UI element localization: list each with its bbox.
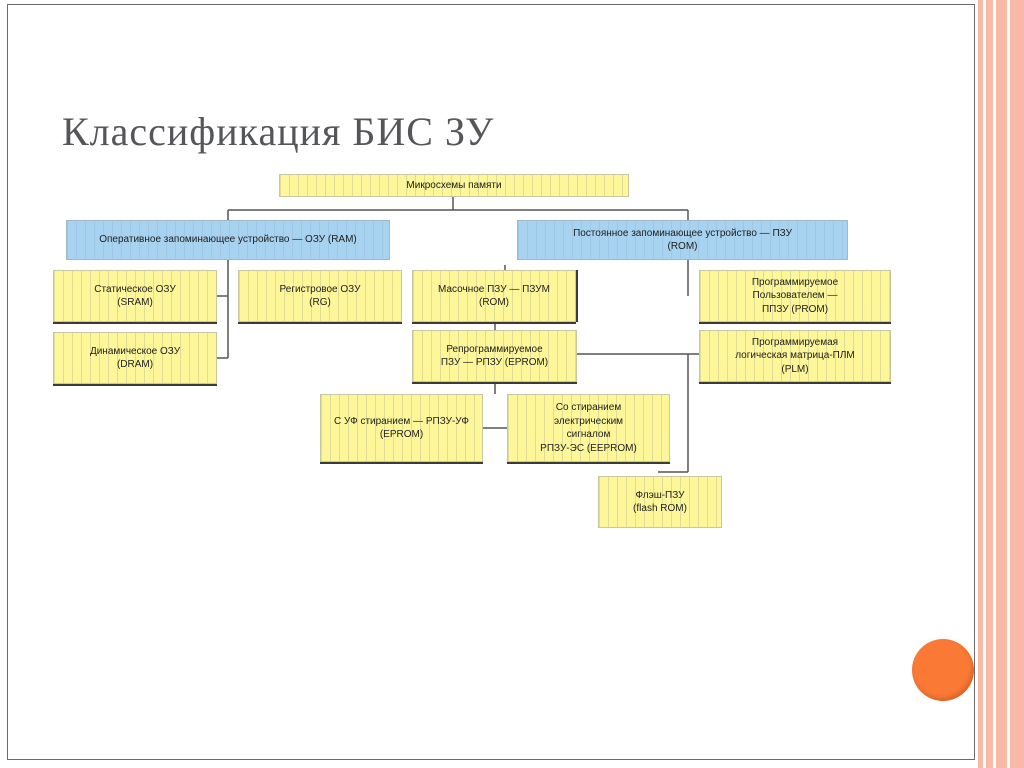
dram-label-line2: (DRAM) <box>116 359 154 370</box>
flash-label-line1: Флэш-ПЗУ <box>635 489 685 501</box>
decor-stripe-3 <box>996 0 1007 768</box>
sram-label-line1: Статическое ОЗУ <box>94 283 176 295</box>
mask-rom-label-line1: Масочное ПЗУ — ПЗУМ <box>438 283 550 295</box>
ram-node: Оперативное запоминающее устройство — ОЗ… <box>66 220 390 260</box>
ram-label: Оперативное запоминающее устройство — ОЗ… <box>99 234 357 246</box>
uv-eprom-label-line1: С УФ стиранием — РПЗУ-УФ <box>334 415 469 427</box>
eeprom-label-line4: РПЗУ-ЭС (EEPROM) <box>540 442 637 454</box>
rg-label-line2: (RG) <box>309 297 331 308</box>
sram-label-line2: (SRAM) <box>117 297 153 308</box>
decor-stripe-4 <box>1010 0 1024 768</box>
flash-node: Флэш-ПЗУ (flash ROM) <box>598 476 722 528</box>
plm-node: Программируемая логическая матрица-ПЛМ (… <box>699 330 891 382</box>
decor-stripe-2 <box>986 0 993 768</box>
rom-label-line1: Постоянное запоминающее устройство — ПЗУ <box>573 227 792 239</box>
prom-label-line3: ППЗУ (PROM) <box>761 303 829 315</box>
decor-stripe-1 <box>978 0 983 768</box>
prom-label-line1: Программируемое <box>751 276 839 288</box>
eprom-label-line1: Репрограммируемое <box>446 343 543 355</box>
flash-label-line2: (flash ROM) <box>633 503 687 514</box>
rom-node: Постоянное запоминающее устройство — ПЗУ… <box>517 220 848 260</box>
eprom-node: Репрограммируемое ПЗУ — РПЗУ (EPROM) <box>412 330 577 382</box>
eprom-label-line2: ПЗУ — РПЗУ (EPROM) <box>440 357 549 368</box>
plm-label-line1: Программируемая <box>751 336 839 348</box>
uv-eprom-node: С УФ стиранием — РПЗУ-УФ (EPROM) <box>320 394 483 462</box>
mask-rom-node: Масочное ПЗУ — ПЗУМ (ROM) <box>412 270 576 322</box>
rg-label-line1: Регистровое ОЗУ <box>279 283 361 295</box>
accent-circle <box>912 639 974 701</box>
eeprom-label-line1: Со стиранием <box>555 402 622 413</box>
sram-node: Статическое ОЗУ (SRAM) <box>53 270 217 322</box>
mask-rom-label-line2: (ROM) <box>479 297 509 308</box>
plm-label-line2: логическая матрица-ПЛМ <box>735 350 855 362</box>
eeprom-node: Со стиранием электрическим сигналом РПЗУ… <box>507 394 670 462</box>
dram-node: Динамическое ОЗУ (DRAM) <box>53 332 217 384</box>
dram-label-line1: Динамическое ОЗУ <box>89 345 181 357</box>
plm-label-line3: (PLM) <box>781 363 809 375</box>
rg-node: Регистровое ОЗУ (RG) <box>238 270 402 322</box>
slide-title: Классификация БИС ЗУ <box>62 109 495 154</box>
root-label: Микросхемы памяти <box>406 179 502 191</box>
eeprom-label-line2: электрическим <box>553 415 624 427</box>
uv-eprom-label-line2: (EPROM) <box>379 429 424 440</box>
eeprom-label-line3: сигналом <box>566 429 611 440</box>
prom-node: Программируемое Пользователем — ППЗУ (PR… <box>699 270 891 322</box>
root-node: Микросхемы памяти <box>279 174 629 197</box>
rom-label-line2: (ROM) <box>667 241 698 252</box>
prom-label-line2: Пользователем — <box>752 290 838 302</box>
